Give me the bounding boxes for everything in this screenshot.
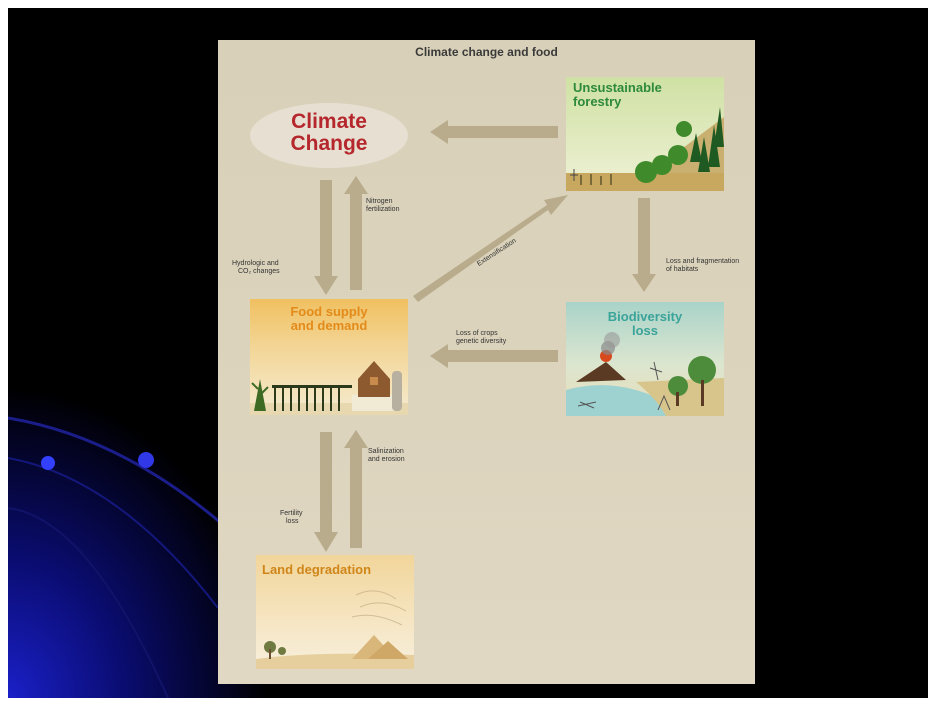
- arrow-food-to-climate: [344, 176, 368, 290]
- node-land-degradation: Land degradation: [256, 555, 414, 669]
- habitats-line2: of habitats: [666, 266, 699, 273]
- node-unsustainable-forestry: Unsustainable forestry: [566, 77, 724, 191]
- fertility-line2: loss: [286, 518, 299, 525]
- node-climate-change: Climate Change: [250, 103, 408, 168]
- food-line2: and demand: [290, 318, 368, 333]
- forestry-line2: forestry: [573, 94, 622, 109]
- arrow-climate-to-food: [314, 180, 338, 295]
- arrows-layer: [314, 120, 656, 552]
- hydrologic-line2: CO₂ changes: [238, 268, 280, 275]
- node-biodiversity-label: Biodiversity loss: [566, 310, 724, 338]
- diagram-title: Climate change and food: [415, 45, 558, 59]
- food-line1: Food supply: [290, 304, 368, 319]
- forestry-line1: Unsustainable: [573, 80, 662, 95]
- climate-change-line1: Climate: [291, 110, 367, 133]
- crops-line1: Loss of crops: [456, 330, 498, 337]
- hydrologic-line1: Hydrologic and: [232, 260, 279, 267]
- farm-illustration: [250, 361, 408, 415]
- salinization-line2: and erosion: [368, 456, 405, 463]
- biodiversity-line2: loss: [631, 323, 658, 338]
- label-salinization-erosion: Salinization and erosion: [368, 448, 405, 464]
- arrow-food-to-land: [314, 432, 338, 552]
- nitrogen-line2: fertilization: [366, 206, 400, 213]
- node-forestry-label: Unsustainable forestry: [573, 81, 662, 109]
- node-climate-change-label: Climate Change: [250, 111, 408, 155]
- label-loss-crops-diversity: Loss of crops genetic diversity: [456, 330, 506, 346]
- habitats-line1: Loss and fragmentation: [666, 258, 740, 265]
- arrow-forestry-to-biodiversity: [632, 198, 656, 292]
- crops-line2: genetic diversity: [456, 338, 507, 345]
- biodiversity-line1: Biodiversity: [607, 309, 683, 324]
- node-food-label: Food supply and demand: [250, 305, 408, 333]
- label-loss-fragmentation-habitats: Loss and fragmentation of habitats: [666, 258, 739, 274]
- arrow-food-to-forestry: [413, 195, 568, 302]
- arrow-forestry-to-climate: [430, 120, 558, 144]
- label-nitrogen-fertilization: Nitrogen fertilization: [366, 198, 399, 214]
- node-food-supply-demand: Food supply and demand: [250, 299, 408, 415]
- biodiversity-illustration: [566, 332, 724, 416]
- climate-change-line2: Change: [290, 132, 368, 155]
- arrow-land-to-food: [344, 430, 368, 548]
- nitrogen-line1: Nitrogen: [366, 198, 393, 205]
- land-illustration: [256, 590, 414, 669]
- node-biodiversity-loss: Biodiversity loss: [566, 302, 724, 416]
- arrow-biodiversity-to-food: [430, 344, 558, 368]
- diagram-panel: Climate change and food: [218, 40, 755, 684]
- slide: Climate change and food: [8, 8, 928, 698]
- fertility-line1: Fertility: [280, 510, 303, 517]
- salinization-line1: Salinization: [368, 448, 404, 455]
- label-fertility-loss: Fertility loss: [280, 510, 303, 526]
- node-land-label: Land degradation: [262, 562, 372, 577]
- forest-illustration: [566, 107, 724, 191]
- label-hydrologic-co2: Hydrologic and CO₂ changes: [232, 260, 280, 276]
